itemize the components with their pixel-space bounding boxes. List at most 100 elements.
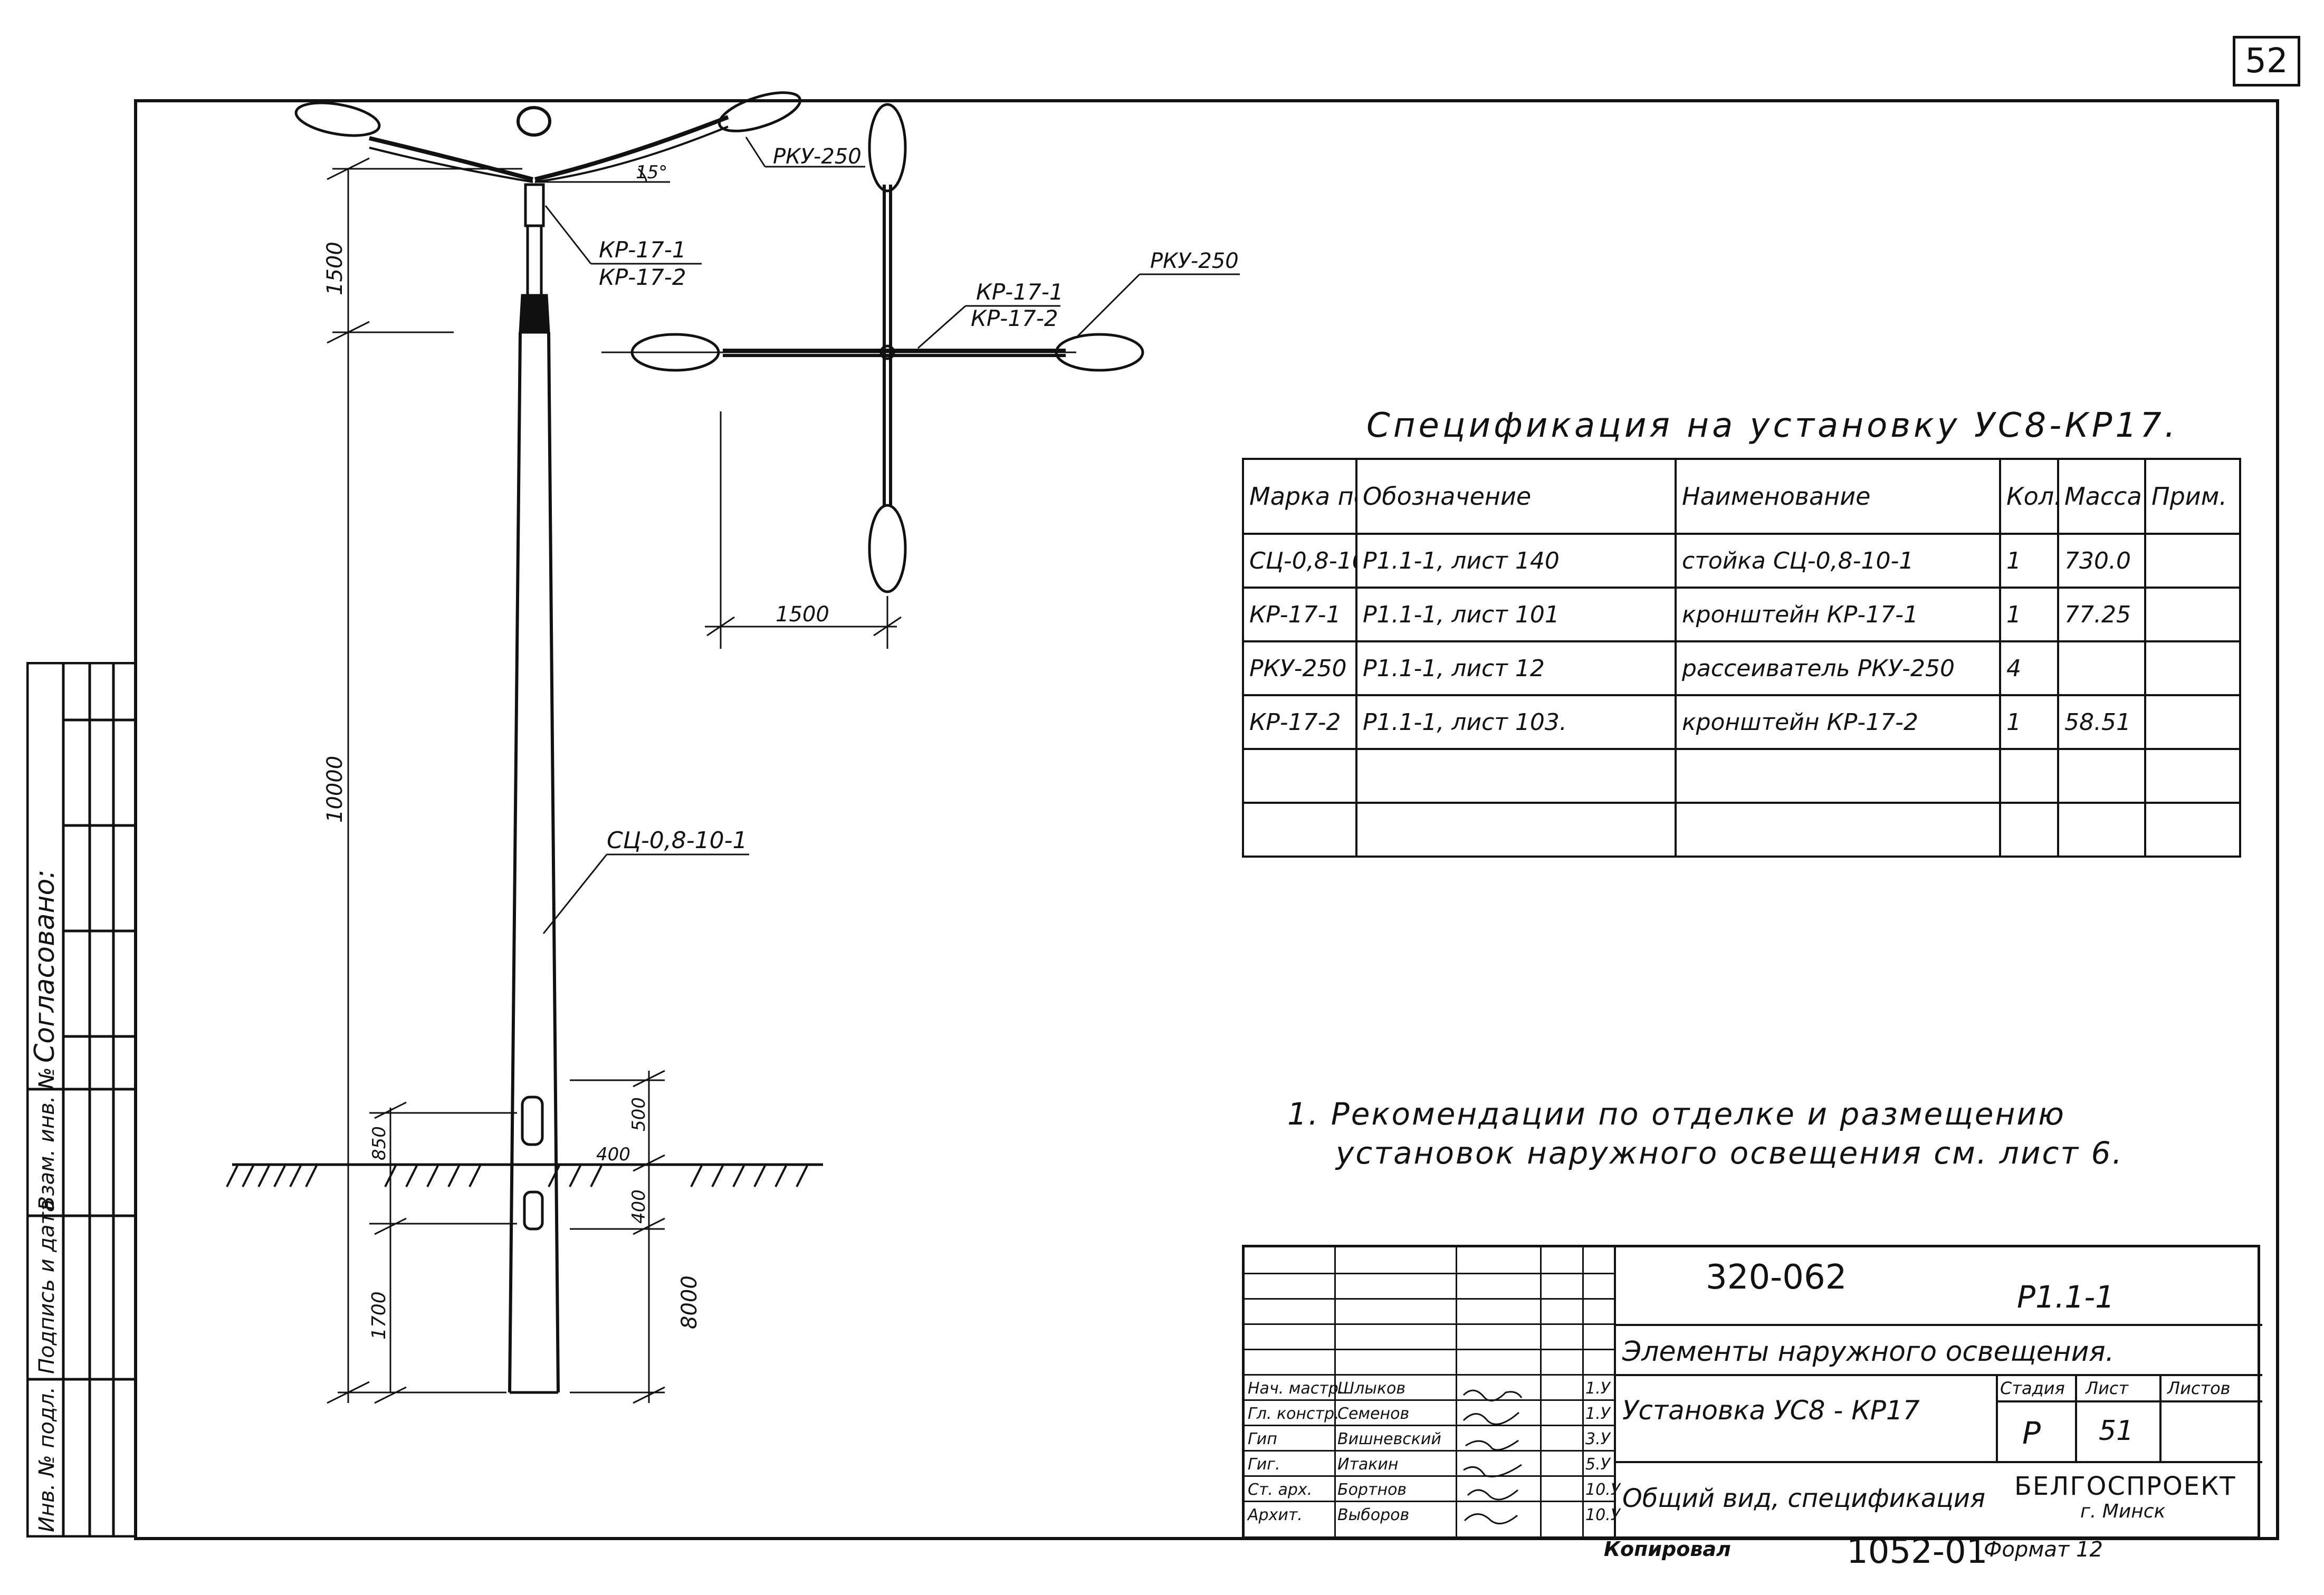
agreement-stamp-grid: Согласовано: Взам. инв. № Подпись и дата… <box>26 661 138 1538</box>
label-kr-plan-2: КР-17-2 <box>971 305 1058 331</box>
object-title: Установка УС8 - КР17 <box>1622 1395 1920 1426</box>
lamp-drawing: РКУ-250 15° КР-17-1 КР-17-2 КР-17-1 КР-1… <box>226 91 1240 1404</box>
tb-col-line <box>1456 1247 1457 1536</box>
staff-name: Выборов <box>1337 1506 1410 1524</box>
right-luminaire <box>718 91 802 132</box>
left-arm-lower <box>369 147 533 183</box>
spec-cell <box>2144 640 2241 696</box>
sheet-title: Общий вид, спецификация <box>1622 1484 1985 1513</box>
tb-col-line <box>2075 1374 2077 1461</box>
label-kr-top-2: КР-17-2 <box>599 264 686 290</box>
tb-col-line <box>1582 1247 1584 1536</box>
footer-number: 1052-01 <box>1847 1532 1988 1571</box>
spec-cell <box>2057 640 2146 696</box>
spec-cell <box>2057 802 2146 858</box>
label-dim-plan: 1500 <box>776 602 829 627</box>
label-dim-500: 500 <box>628 1097 649 1131</box>
title-block-info: 320-062 Р1.1-1 Элементы наружного освеще… <box>1614 1247 2262 1536</box>
tb-col-line <box>1334 1247 1336 1536</box>
sheet-value: 51 <box>2099 1415 2134 1447</box>
pole-shaft <box>508 332 560 1393</box>
footer-format: Формат 12 <box>1984 1538 2103 1562</box>
right-arm-lower <box>534 126 729 183</box>
left-arm <box>369 136 534 181</box>
label-dim-400a: 400 <box>596 1144 630 1165</box>
tb-col-line <box>1540 1247 1542 1536</box>
staff-date: 3.У <box>1585 1430 1610 1448</box>
label-ruu-plan: РКУ-250 <box>1150 249 1239 273</box>
spec-cell <box>2144 748 2241 804</box>
label-dim-10000: 10000 <box>323 756 347 823</box>
spec-cell <box>2057 748 2146 804</box>
spec-cell: КР-17-2 <box>1242 694 1357 750</box>
left-luminaire <box>294 101 381 137</box>
staff-name: Семенов <box>1337 1405 1410 1423</box>
label-kr-top-1: КР-17-1 <box>599 237 686 263</box>
spec-cell: Р1.1-1, лист 101 <box>1355 587 1677 642</box>
staff-role: Ст. арх. <box>1248 1481 1313 1499</box>
agreement-stamp: Согласовано: Взам. инв. № Подпись и дата… <box>26 661 138 1538</box>
staff-date: 5.У <box>1585 1455 1610 1474</box>
tb-col-line <box>2159 1374 2162 1461</box>
stage-label: Стадия <box>2000 1378 2065 1398</box>
staff-name: Вишневский <box>1337 1430 1441 1448</box>
staff-role: Гл. констр. <box>1248 1405 1340 1423</box>
table-row: РКУ-250 Р1.1-1, лист 12 рассеиватель РКУ… <box>1242 640 2241 696</box>
spec-cell <box>2144 533 2241 589</box>
spec-cell <box>1355 802 1677 858</box>
tb-line <box>1245 1501 1614 1502</box>
staff-role: Гиг. <box>1248 1455 1280 1474</box>
spec-cell <box>1355 748 1677 804</box>
organization-city: г. Минск <box>2080 1501 2166 1522</box>
tb-line <box>1996 1400 2262 1402</box>
plan-center <box>879 344 895 360</box>
agreed-label: Согласовано: <box>29 869 61 1063</box>
project-title: Элементы наружного освещения. <box>1622 1336 2115 1368</box>
staff-date: 1.У <box>1585 1405 1610 1423</box>
label-dim-400b: 400 <box>628 1189 649 1224</box>
spec-title: Спецификация на установку УС8-КР17. <box>1366 406 2179 445</box>
plan-luminaire-top <box>868 103 907 193</box>
note-line-1: 1. Рекомендации по отделке и размещению <box>1287 1096 2065 1132</box>
spec-header-note: Прим. <box>2144 458 2241 535</box>
staff-role: Гип <box>1248 1430 1277 1448</box>
spec-cell <box>2144 802 2241 858</box>
spec-cell: рассеиватель РКУ-250 <box>1675 640 2001 696</box>
note-line-2: установок наружного освещения см. лист 6… <box>1336 1135 2124 1171</box>
staff-role: Архит. <box>1248 1506 1303 1524</box>
spec-cell <box>2144 587 2241 642</box>
table-row <box>1242 802 2241 858</box>
sign-label: Подпись и дата <box>35 1199 59 1374</box>
spec-cell: 1 <box>1999 533 2059 589</box>
spec-cell: стойка СЦ-0,8-10-1 <box>1675 533 2001 589</box>
bracket <box>524 183 545 227</box>
tb-line <box>1245 1475 1614 1477</box>
spec-cell <box>1675 802 2001 858</box>
label-ruu-top: РКУ-250 <box>773 145 862 169</box>
spec-cell <box>1999 748 2059 804</box>
organization: БЕЛГОСПРОЕКТ <box>2014 1472 2236 1501</box>
staff-role: Нач. мастр. <box>1248 1379 1344 1398</box>
tb-line <box>1245 1273 1614 1274</box>
spec-cell: СЦ-0,8-10-1 <box>1242 533 1357 589</box>
spec-cell: Р1.1-1, лист 103. <box>1355 694 1677 750</box>
spec-cell: кронштейн КР-17-2 <box>1675 694 2001 750</box>
label-dim-1500: 1500 <box>323 242 347 295</box>
staff-name: Шлыков <box>1337 1379 1406 1398</box>
label-dim-850: 850 <box>369 1126 390 1160</box>
spec-header-name: Наименование <box>1675 458 2001 535</box>
tb-line <box>1616 1461 2262 1463</box>
spec-cell <box>1999 802 2059 858</box>
signatures <box>1462 1389 1523 1525</box>
sheet-label: Лист <box>2086 1378 2129 1398</box>
label-pole: СЦ-0,8-10-1 <box>607 827 747 854</box>
label-dim-8000: 8000 <box>677 1275 702 1329</box>
sheets-label: Листов <box>2167 1378 2231 1398</box>
spec-header-mass: Масса ед.т. <box>2057 458 2146 535</box>
spec-cell: Р1.1-1, лист 12 <box>1355 640 1677 696</box>
label-kr-plan-1: КР-17-1 <box>976 279 1064 305</box>
staff-name: Бортнов <box>1337 1481 1407 1499</box>
tb-line <box>1245 1323 1614 1325</box>
table-row: КР-17-2 Р1.1-1, лист 103. кронштейн КР-1… <box>1242 694 2241 750</box>
page-number: 52 <box>2233 36 2300 87</box>
